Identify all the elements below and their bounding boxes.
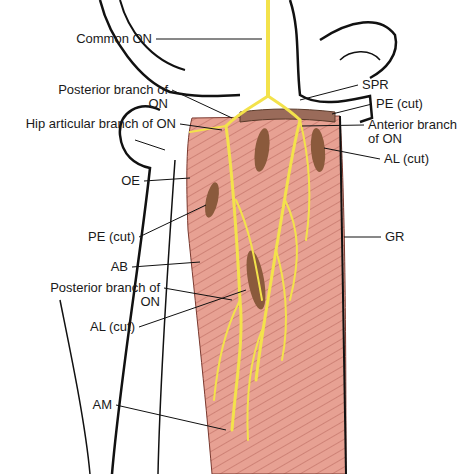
muscle-label: GR (385, 230, 445, 244)
nerve-label: Anterior branch of ON (368, 118, 468, 146)
muscle-label: AL (cut) (384, 152, 464, 166)
muscle-label: OE (90, 174, 140, 188)
muscle-label: PE (cut) (376, 97, 466, 111)
nerve-label: Common ON (40, 32, 152, 46)
nerve-label: Hip articular branch of ON (2, 117, 176, 131)
structure-label: SPR (362, 78, 422, 92)
muscle-label: PE (cut) (40, 230, 135, 244)
muscle-label: AB (80, 260, 128, 274)
nerve-label: Posterior branch of ON (58, 83, 168, 111)
muscle-label: AM (60, 398, 112, 412)
muscle-label: AL (cut) (40, 320, 135, 334)
nerve-label: Posterior branch of ON (50, 281, 160, 309)
